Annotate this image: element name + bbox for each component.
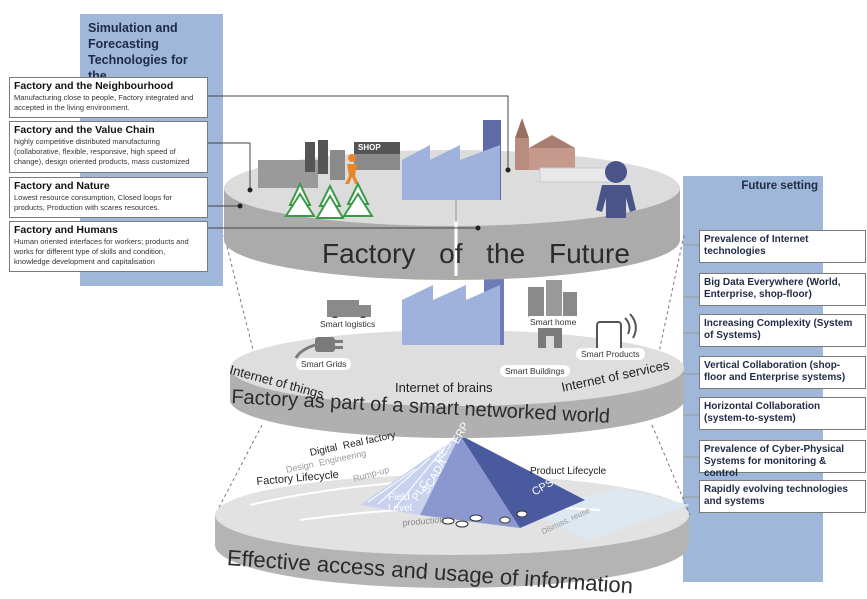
- right-panel-title: Future setting: [741, 180, 818, 192]
- town-icon: [515, 118, 611, 183]
- left-box-text: Lowest resource consumption, Closed loop…: [14, 193, 172, 212]
- connector-dots: [237, 167, 511, 231]
- smart-buildings-label: Smart Buildings: [500, 365, 570, 377]
- right-box-evolving: Rapidly evolving technologies and system…: [699, 480, 866, 513]
- production-chain: [441, 510, 528, 528]
- future-factory-icon: [402, 120, 501, 200]
- plug-icon: [294, 337, 343, 359]
- right-box-horizontal: Horizontal Collaboration (system-to-syst…: [699, 397, 866, 430]
- middle-factory-icon: [402, 275, 504, 345]
- connector-bottom-left: [214, 424, 263, 516]
- left-box-neighbourhood: Factory and the Neighbourhood Manufactur…: [9, 77, 208, 118]
- smart-products-label: Smart Products: [576, 348, 645, 360]
- product-lifecycle-label: Product Lifecycle: [530, 466, 607, 477]
- shop-sign: SHOP: [358, 143, 381, 152]
- left-panel-title: Simulation and Forecasting Technologies …: [88, 21, 188, 83]
- right-box-complexity: Increasing Complexity (System of Systems…: [699, 314, 866, 347]
- left-connectors: [208, 95, 509, 229]
- human-figure-icon: [596, 161, 636, 218]
- left-box-heading: Factory and Humans: [14, 224, 118, 236]
- city-icon: [528, 280, 577, 319]
- left-box-heading: Factory and the Value Chain: [14, 124, 155, 136]
- right-box-big-data: Big Data Everywhere (World, Enterprise, …: [699, 273, 866, 306]
- smart-grids-label: Smart Grids: [296, 358, 352, 370]
- right-box-vertical: Vertical Collaboration (shop-floor and E…: [699, 356, 866, 389]
- smart-logistics-label: Smart logistics: [315, 318, 381, 330]
- left-box-humans: Factory and Humans Human oriented interf…: [9, 221, 208, 272]
- internet-of-brains-label: Internet of brains: [395, 380, 493, 395]
- left-box-heading: Factory and Nature: [14, 180, 110, 192]
- left-box-text: Human oriented interfaces for workers; p…: [14, 237, 189, 266]
- industry-icon: [258, 140, 345, 188]
- middle-disc: [230, 330, 684, 438]
- shop-icon: [354, 142, 400, 170]
- right-connectors: [683, 244, 699, 498]
- trees-icon: [284, 181, 374, 219]
- left-box-text: Manufacturing close to people, Factory i…: [14, 93, 194, 112]
- left-box-heading: Factory and the Neighbourhood: [14, 80, 174, 92]
- person-orange-icon: [345, 154, 359, 184]
- right-box-cps: Prevalence of Cyber-Physical Systems for…: [699, 440, 866, 479]
- level-title-top: Factory of the Future: [322, 238, 630, 269]
- left-box-nature: Factory and Nature Lowest resource consu…: [9, 177, 208, 218]
- pyramid-field-level: Field Level: [388, 492, 412, 514]
- right-box-internet: Prevalence of Internet technologies: [699, 230, 866, 263]
- smart-home-label: Smart home: [525, 316, 582, 328]
- left-box-text: highly competitive distributed manufactu…: [14, 137, 190, 166]
- connector-bottom-right: [651, 424, 691, 516]
- automation-pyramid: [360, 435, 585, 528]
- left-box-value-chain: Factory and the Value Chain highly compe…: [9, 121, 208, 173]
